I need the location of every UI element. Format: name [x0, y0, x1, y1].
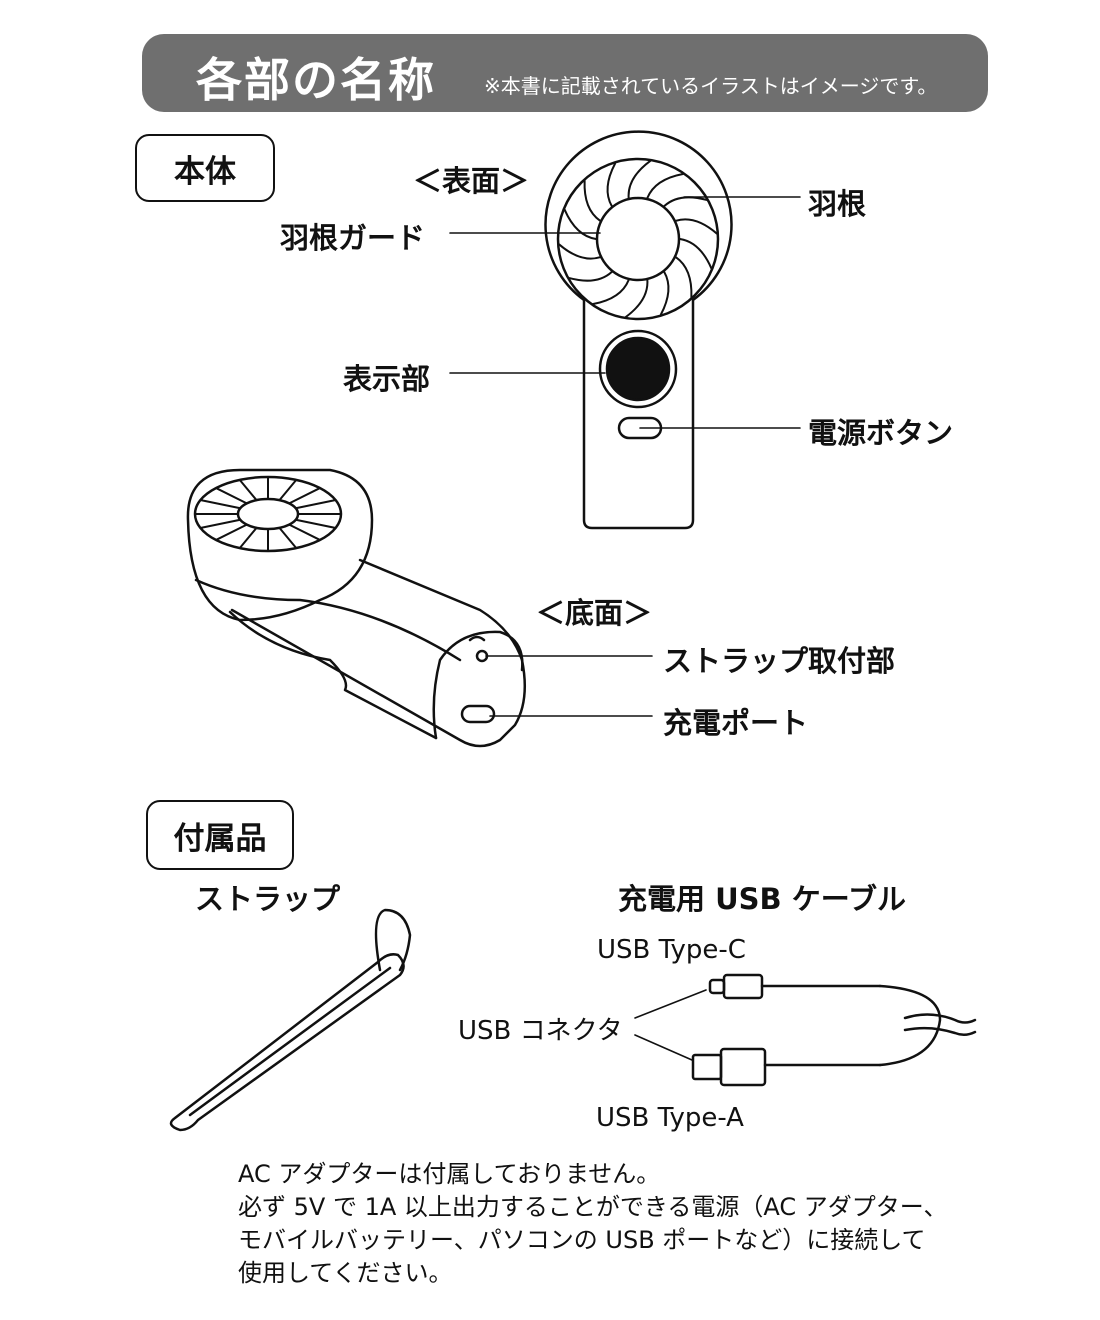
charging-port-shape	[460, 704, 496, 724]
fan-blade	[674, 256, 693, 299]
grille-spoke	[216, 487, 248, 505]
grille-spoke	[288, 523, 320, 541]
usb-a-body	[719, 1047, 767, 1087]
page-title: 各部の名称	[196, 53, 436, 107]
fan-blade	[563, 208, 597, 240]
fan-body-seam	[194, 578, 462, 662]
fan-blade	[659, 270, 670, 316]
fan-front-outline	[544, 130, 733, 530]
section-title-accessories: 付属品	[146, 800, 294, 870]
fan-blade	[646, 172, 684, 200]
grille-spoke	[200, 518, 242, 529]
usb-a-tip	[691, 1053, 723, 1081]
grille-spoke	[239, 479, 258, 502]
strap-loop-hole	[468, 635, 486, 642]
fan-blade	[568, 270, 613, 282]
cable-title: 充電用 USB ケーブル	[618, 882, 906, 916]
note-line: 使用してください。	[238, 1259, 453, 1287]
usb-c-body	[722, 973, 764, 1000]
note-line: 必ず 5V で 1A 以上出力することができる電源（AC アダプター、	[238, 1193, 948, 1221]
fan-blade	[583, 179, 602, 222]
illustration-note: ※本書に記載されているイラストはイメージです。	[484, 74, 938, 98]
grille-spoke	[294, 499, 336, 510]
display-screen	[605, 336, 671, 402]
fan-body-lower	[228, 610, 438, 740]
strap-loop	[374, 908, 412, 972]
fan-blade	[592, 278, 630, 306]
fan-head-outline	[186, 468, 374, 622]
front-view-label: ＜表面＞	[413, 164, 530, 198]
charging-port-label: 充電ポート	[663, 706, 809, 740]
cable-tail-2	[903, 1026, 977, 1036]
grille-spoke	[216, 523, 248, 541]
fan-front-illustration	[544, 130, 733, 530]
fan-blade	[679, 238, 713, 270]
power-button-label: 電源ボタン	[808, 416, 954, 450]
strap-inner-line	[188, 966, 392, 1117]
note-line: モバイルバッテリー、パソコンの USB ポートなど）に接続して	[238, 1226, 926, 1254]
strap-illustration	[169, 908, 412, 1132]
grille-spoke	[278, 526, 297, 549]
notes-block: AC アダプターは付属しておりません。 必ず 5V で 1A 以上出力することが…	[238, 1158, 948, 1290]
cable-tail-1	[903, 1013, 977, 1024]
strap-title: ストラップ	[195, 882, 341, 916]
section-title-body: 本体	[135, 134, 275, 202]
grille-spoke	[288, 487, 320, 505]
usb-connector-leader-a	[634, 1034, 693, 1061]
bottom-view-label: ＜底面＞	[536, 596, 653, 630]
grille-spoke	[200, 499, 242, 510]
fan-blade	[663, 196, 708, 208]
grille-spoke	[278, 479, 297, 502]
fan-blade	[606, 162, 617, 208]
fan-end-cap	[432, 630, 524, 740]
fan-blades	[558, 159, 718, 319]
fan-blade	[624, 278, 649, 319]
cable-loop-top	[878, 984, 942, 1067]
display-ring	[598, 329, 678, 409]
strap-body	[169, 953, 405, 1132]
display-label: 表示部	[343, 362, 431, 396]
strap-attachment-label: ストラップ取付部	[663, 644, 896, 678]
usb-cable-illustration	[634, 973, 977, 1087]
blade-guard-center	[595, 196, 681, 282]
usb-connector-label: USB コネクタ	[458, 1016, 623, 1046]
fan-bottom-illustration	[186, 468, 527, 748]
header-bar	[142, 34, 988, 112]
note-line: AC アダプターは付属しておりません。	[238, 1160, 661, 1188]
usb-connector-leader-c	[634, 989, 707, 1019]
fan-handle-outline	[230, 558, 527, 748]
grille-spoke	[294, 518, 336, 529]
fan-blade	[627, 159, 652, 200]
fan-blade	[674, 218, 718, 235]
blade-label: 羽根	[808, 187, 867, 221]
usb-type-c-label: USB Type-C	[597, 935, 746, 965]
leader-lines	[449, 196, 801, 717]
grille-spoke	[239, 526, 258, 549]
usb-type-a-label: USB Type-A	[596, 1103, 744, 1133]
blade-guard-label: 羽根ガード	[280, 221, 426, 255]
usb-c-tip	[708, 978, 726, 995]
fan-blade	[558, 243, 602, 260]
fan-bottom-blades	[195, 477, 341, 551]
blade-guard-outer-ring	[556, 157, 720, 321]
